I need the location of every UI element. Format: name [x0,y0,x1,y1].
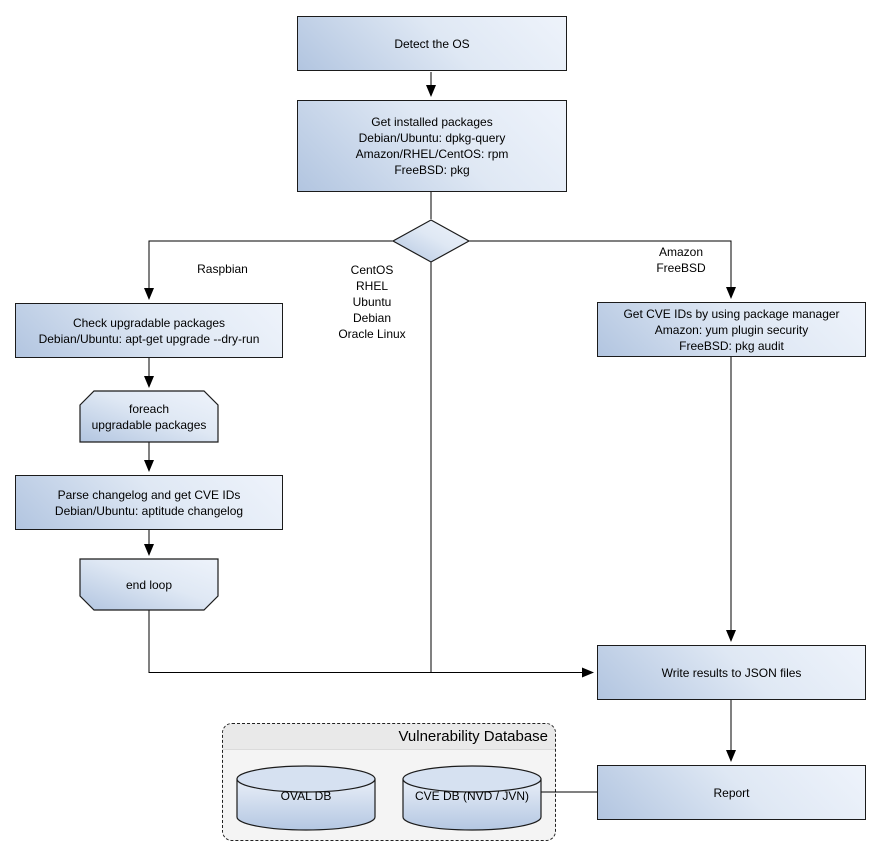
node-line: Debian/Ubuntu: apt-get upgrade --dry-run [38,331,260,346]
node-line: end loop [125,577,173,592]
node-line: FreeBSD: pkg [394,163,470,177]
vulnerability-database-header: Vulnerability Database [223,724,555,750]
oval-db-label: OVAL DB [280,789,332,803]
end-loop-shape [79,558,219,611]
edge-label-raspbian: Raspbian [197,262,248,276]
node-line: Debian/Ubuntu: dpkg-query [358,131,506,145]
node-line: Amazon: yum plugin security [654,322,809,337]
node-line: foreach [128,401,170,416]
edge-endloop-to-write-results [148,610,594,678]
edge-decision-to-get-cve [469,240,736,299]
node-line: Parse changelog and get CVE IDs [57,487,241,502]
node-check-upgradable-packages: Check upgradable packages Debian/Ubuntu:… [15,303,283,358]
foreach-loop-label: foreach upgradable packages [80,391,218,442]
node-report: Report [597,765,866,820]
node-get-installed-packages: Get installed packages Debian/Ubuntu: dp… [297,100,567,192]
node-detect-os: Detect the OS [297,16,567,71]
cve-db-cylinder [402,765,542,831]
node-line: Detect the OS [394,36,470,51]
node-line: Get installed packages [371,115,493,129]
node-line: Amazon/RHEL/CentOS: rpm [355,147,509,161]
node-parse-changelog: Parse changelog and get CVE IDs Debian/U… [15,475,283,530]
node-line: Check upgradable packages [72,315,226,330]
node-get-cve-ids: Get CVE IDs by using package manager Ama… [597,302,866,357]
node-write-results: Write results to JSON files [597,645,866,700]
node-line: Get CVE IDs by using package manager [623,306,840,321]
node-line: upgradable packages [91,417,207,432]
edge-decision-to-check-upgradable [144,240,393,300]
oval-db-cylinder [236,765,376,831]
edge-label-os-list: CentOS RHEL Ubuntu Debian Oracle Linux [338,263,406,341]
cve-db-label: CVE DB (NVD / JVN) [414,789,529,803]
node-line: Debian/Ubuntu: aptitude changelog [54,503,244,518]
node-line: Report [713,785,750,800]
node-line: Write results to JSON files [661,665,802,680]
edge-label-amazon-freebsd: Amazon FreeBSD [656,245,706,275]
end-loop-label: end loop [80,559,218,610]
decision-diamond [391,219,471,263]
vulnerability-database-title: Vulnerability Database [398,728,548,745]
node-line: FreeBSD: pkg audit [679,338,784,353]
foreach-loop-shape [79,390,219,443]
